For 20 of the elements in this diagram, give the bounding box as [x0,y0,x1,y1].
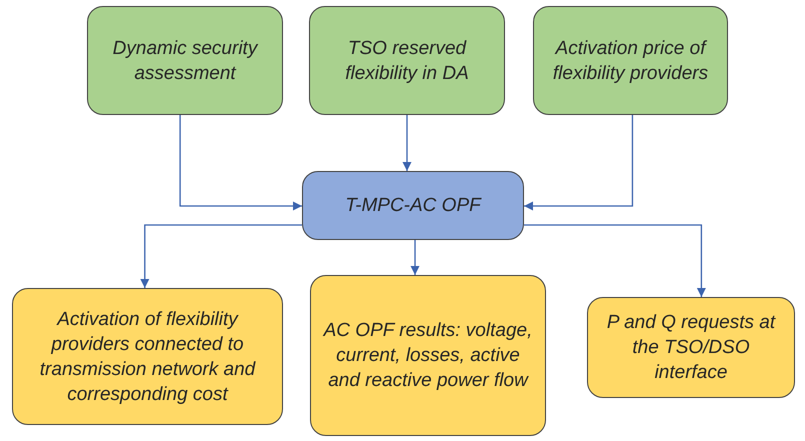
arrow [140,224,302,288]
box-text: AC OPF results: voltage, current, losses, active and reactive power flow [322,319,534,393]
output-box [310,275,546,436]
input-box [87,6,283,115]
output-box [587,297,795,398]
box-text: Dynamic security assessment [112,36,260,86]
arrow [179,115,302,211]
box-text: P and Q requests at the TSO/DSO interface [606,311,777,385]
box-text: Activation of flexibility providers connected to transmission network and corresponding cost [38,308,257,406]
arrow [410,240,420,275]
box-text: Activation price of flexibility providers [552,36,710,86]
arrow [524,224,706,297]
box-text: TSO reserved flexibility in DA [344,36,470,86]
arrow [524,115,634,211]
input-box [533,6,728,115]
input-box [309,6,505,115]
arrow [402,115,412,171]
box-text: T-MPC-AC OPF [345,194,481,218]
process-box [302,171,524,240]
output-box [12,288,283,425]
